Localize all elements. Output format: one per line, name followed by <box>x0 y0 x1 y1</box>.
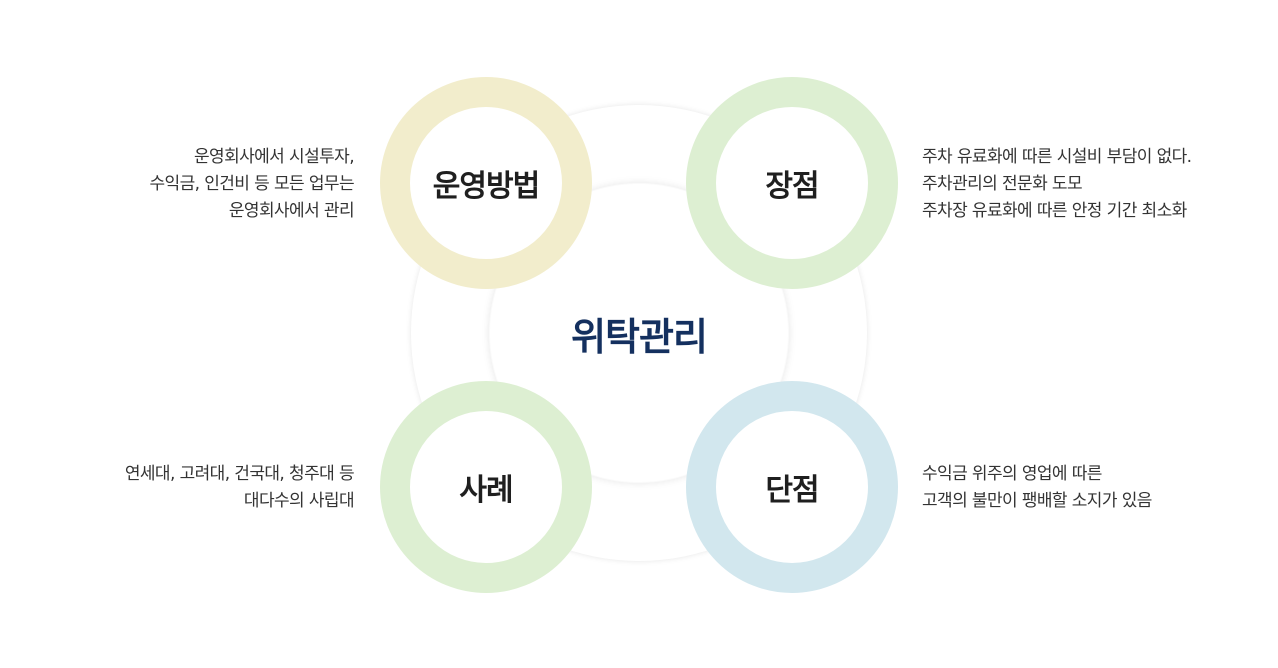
advantages-desc-line: 주차관리의 전문화 도모 <box>922 174 1083 194</box>
operation-method-desc-line: 운영회사에서 관리 <box>228 201 355 221</box>
node-cases: 사례 <box>380 381 592 593</box>
cases-desc-line: 연세대, 고려대, 건국대, 청주대 등 <box>124 464 355 484</box>
cases-description: 연세대, 고려대, 건국대, 청주대 등 대다수의 사립대 <box>124 461 355 515</box>
disadvantages-desc-line: 고객의 불만이 팽배할 소지가 있음 <box>922 491 1152 511</box>
operation-method-desc-line: 운영회사에서 시설투자, <box>193 147 355 167</box>
advantages-description: 주차 유료화에 따른 시설비 부담이 없다. 주차관리의 전문화 도모 주차장 … <box>922 144 1192 225</box>
node-operation-method: 운영방법 <box>380 77 592 289</box>
node-disadvantages-label: 단점 <box>765 473 819 508</box>
node-disadvantages: 단점 <box>686 381 898 593</box>
operation-method-description: 운영회사에서 시설투자, 수익금, 인건비 등 모든 업무는 운영회사에서 관리 <box>150 144 355 225</box>
node-advantages-label: 장점 <box>765 169 819 204</box>
disadvantages-description: 수익금 위주의 영업에 따른 고객의 불만이 팽배할 소지가 있음 <box>922 461 1152 515</box>
operation-method-desc-line: 수익금, 인건비 등 모든 업무는 <box>149 174 355 194</box>
node-cases-label: 사례 <box>459 473 513 508</box>
advantages-desc-line: 주차장 유료화에 따른 안정 기간 최소화 <box>922 201 1187 221</box>
disadvantages-desc-line: 수익금 위주의 영업에 따른 <box>922 464 1102 484</box>
node-operation-method-label: 운영방법 <box>432 169 540 204</box>
cases-desc-line: 대다수의 사립대 <box>243 491 355 511</box>
center-title: 위탁관리 <box>571 314 708 359</box>
node-advantages: 장점 <box>686 77 898 289</box>
advantages-desc-line: 주차 유료화에 따른 시설비 부담이 없다. <box>922 147 1192 167</box>
